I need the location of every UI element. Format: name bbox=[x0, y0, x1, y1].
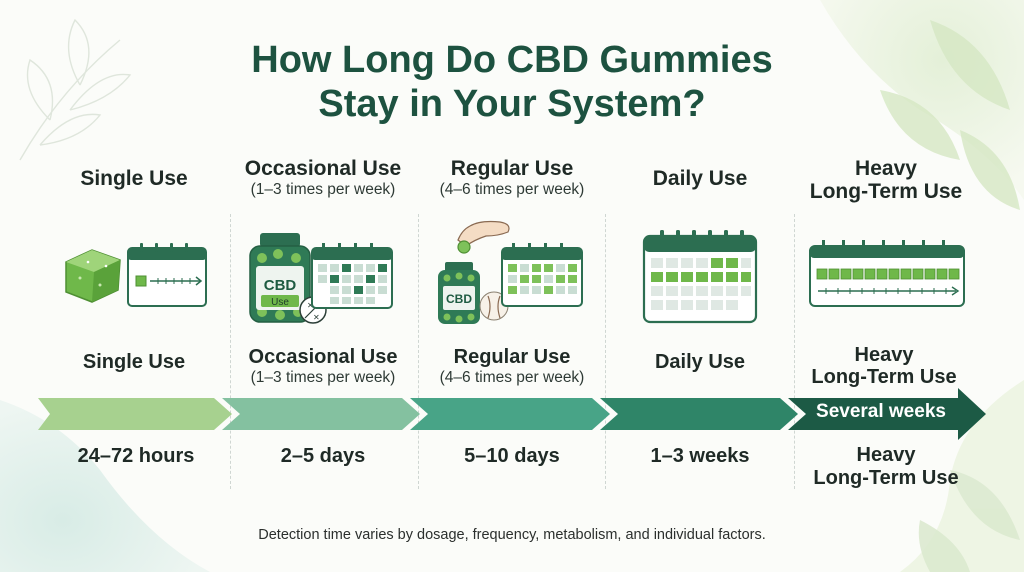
svg-text:✕: ✕ bbox=[313, 313, 320, 322]
title-line-2: Stay in Your System? bbox=[318, 83, 706, 125]
stage-label: Regular Use bbox=[450, 157, 574, 180]
column-divider bbox=[418, 214, 419, 489]
stage-2-duration: 2–5 days bbox=[280, 445, 366, 467]
stage-2-top-label: Occasional Use (1–3 times per week) bbox=[229, 157, 417, 200]
stage-label: Daily Use bbox=[654, 351, 746, 373]
stage-3-mid-label: Regular Use (4–6 times per week) bbox=[418, 346, 606, 388]
arrow-segment-1 bbox=[38, 398, 232, 430]
stage-4-mid-label: Daily Use bbox=[606, 351, 794, 373]
stage-label-line-2: Long-Term Use bbox=[813, 467, 959, 489]
stage-4-duration: 1–3 weeks bbox=[650, 445, 750, 467]
gummy-cube-icon bbox=[65, 249, 121, 303]
stage-label-line-1: Heavy bbox=[855, 157, 917, 180]
stage-label: Single Use bbox=[80, 167, 188, 190]
stage-label: Single Use bbox=[82, 351, 186, 373]
title-line-1: How Long Do CBD Gummies bbox=[251, 39, 773, 81]
stage-frequency: (1–3 times per week) bbox=[250, 181, 396, 198]
arrow-segment-3 bbox=[410, 398, 610, 430]
stage-label-line-2: Long-Term Use bbox=[809, 180, 963, 203]
stage-1-mid-label: Single Use bbox=[40, 351, 228, 373]
column-divider bbox=[230, 214, 231, 489]
calendar-few-doses-icon bbox=[311, 243, 393, 309]
stage-label-line-1: Heavy bbox=[856, 444, 916, 466]
stage-1-duration: 24–72 hours bbox=[77, 445, 195, 467]
leaf-sketch-top-left bbox=[19, 18, 132, 161]
stage-5-top-label: Heavy Long-Term Use bbox=[792, 157, 980, 203]
calendar-long-term-icon bbox=[809, 240, 965, 307]
footnote: Detection time varies by dosage, frequen… bbox=[258, 527, 766, 543]
stage-label: Daily Use bbox=[652, 167, 748, 190]
stage-label: Regular Use bbox=[453, 346, 571, 368]
arrow-segment-4 bbox=[600, 398, 798, 430]
arrow-segment-5 bbox=[788, 388, 986, 440]
stage-1-top-label: Single Use bbox=[40, 167, 228, 190]
bottle-label: CBD bbox=[264, 277, 297, 294]
stage-5-bottom-label: Heavy Long-Term Use bbox=[792, 444, 980, 490]
column-divider bbox=[605, 214, 606, 489]
arrow-segment-2 bbox=[222, 398, 420, 430]
leaf-bottom-right bbox=[918, 470, 1020, 572]
hand-icon bbox=[457, 220, 510, 254]
stage-2-mid-label: Occasional Use (1–3 times per week) bbox=[229, 346, 417, 388]
bottle-sublabel: Use bbox=[271, 297, 289, 308]
arrow-duration-label: Several weeks bbox=[816, 401, 946, 422]
stage-label: Occasional Use bbox=[248, 346, 398, 368]
bottle-label: CBD bbox=[446, 292, 472, 306]
stage-label: Occasional Use bbox=[244, 157, 402, 180]
stage-frequency: (4–6 times per week) bbox=[439, 369, 585, 386]
cbd-bottle-icon bbox=[438, 262, 480, 324]
leaf-top-right bbox=[880, 20, 1020, 210]
corner-blob-bottom-left bbox=[0, 400, 210, 572]
svg-text:✕: ✕ bbox=[307, 301, 314, 310]
stage-illustrations: CBD Use ✕ ✕ bbox=[65, 220, 965, 324]
stage-frequency: (1–3 times per week) bbox=[250, 369, 396, 386]
stage-5-mid-label: Heavy Long-Term Use bbox=[790, 344, 978, 388]
stage-frequency: (4–6 times per week) bbox=[439, 181, 585, 198]
stage-3-top-label: Regular Use (4–6 times per week) bbox=[418, 157, 606, 200]
stage-label-line-2: Long-Term Use bbox=[811, 366, 957, 388]
calendar-single-dose-icon bbox=[127, 243, 207, 307]
calendar-daily-icon bbox=[642, 230, 758, 324]
timeline-arrow bbox=[38, 388, 986, 440]
stage-label-line-1: Heavy bbox=[854, 344, 914, 366]
page-title: How Long Do CBD Gummies Stay in Your Sys… bbox=[0, 38, 1024, 126]
column-divider bbox=[794, 214, 795, 489]
stage-4-top-label: Daily Use bbox=[606, 167, 794, 190]
calendar-many-doses-icon bbox=[501, 243, 583, 307]
stage-3-duration: 5–10 days bbox=[464, 445, 560, 467]
